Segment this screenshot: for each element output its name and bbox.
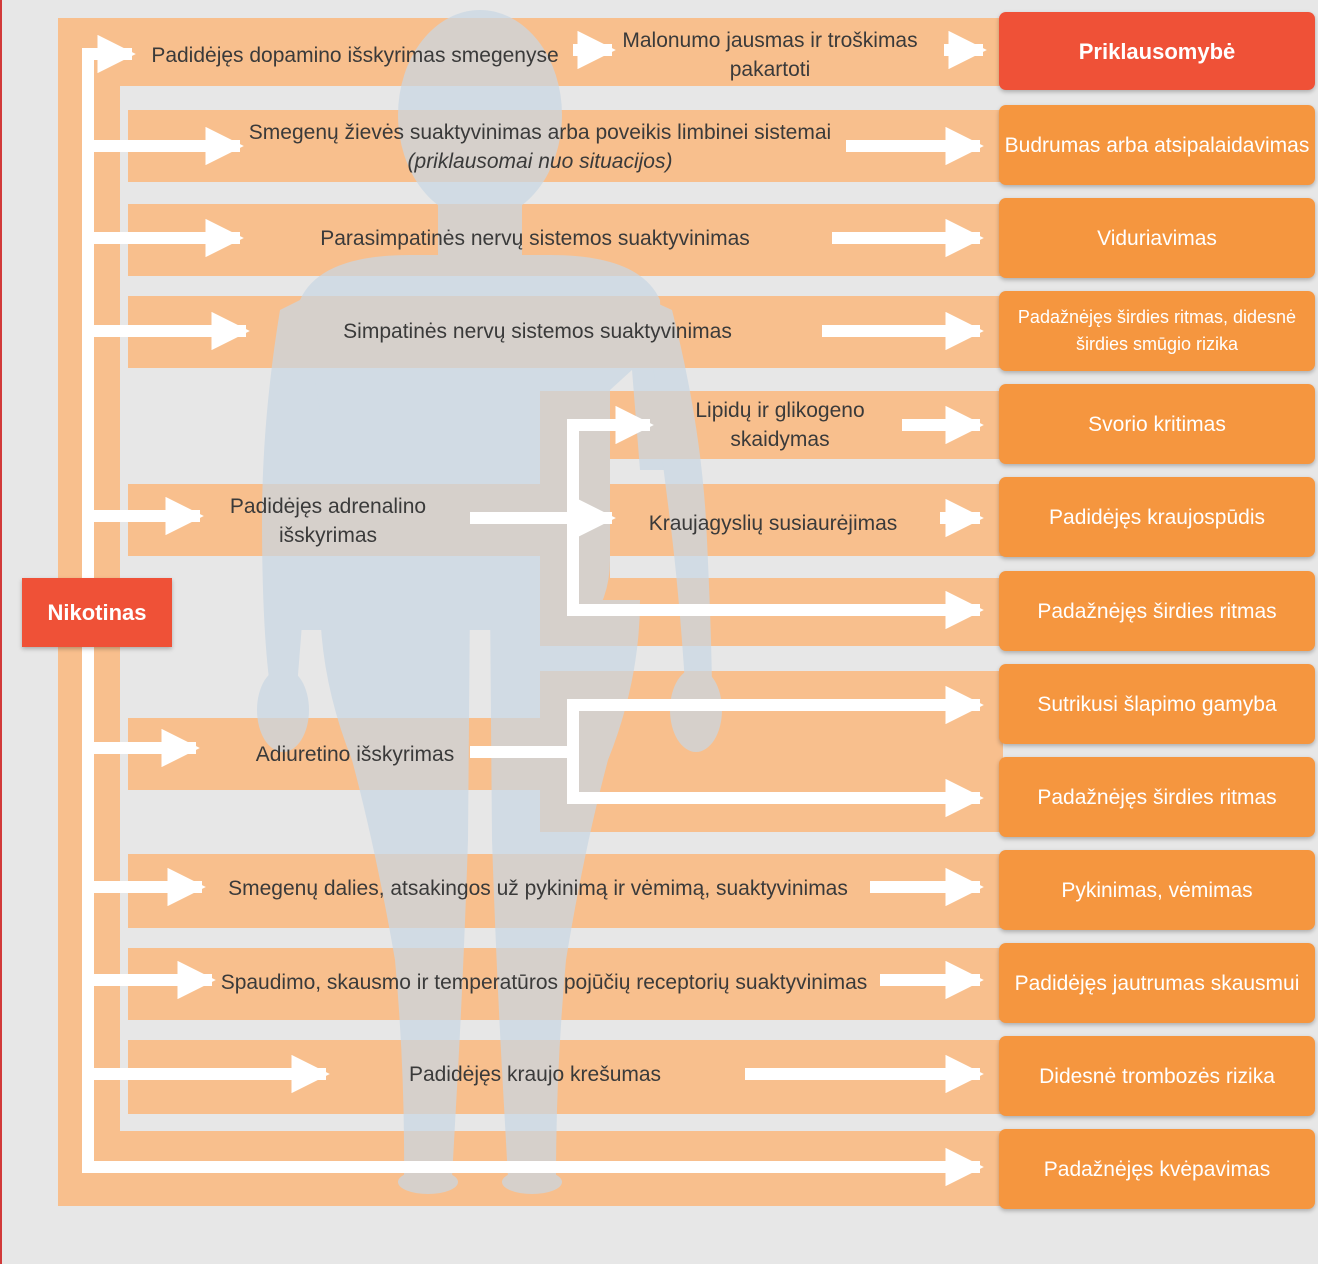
outcome-box: Pykinimas, vėmimas — [999, 850, 1315, 930]
effect-label: Padidėjęs dopamino išskyrimas smegenyse — [151, 43, 559, 67]
nikotinas-source-box: Nikotinas — [22, 578, 172, 647]
effect-label: Padidėjęs adrenalino išskyrimas — [229, 495, 427, 547]
adiuretin-branch — [470, 705, 579, 798]
outcome-box: Didesnė trombozės rizika — [999, 1036, 1315, 1116]
outcome-box-addiction: Priklausomybė — [999, 12, 1315, 90]
outcome-box: Padidėjęs kraujospūdis — [999, 477, 1315, 557]
effect-label: Simpatinės nervų sistemos suaktyvinimas — [343, 319, 732, 343]
frame-border — [0, 0, 2, 1264]
outcome-box: Padažnėjęs širdies ritmas — [999, 571, 1315, 651]
effect-label: Adiuretino išskyrimas — [255, 742, 455, 766]
effect-label: Malonumo jausmas ir troškimas pakartoti — [622, 29, 918, 81]
effect-note: (priklausomai nuo situacijos) — [407, 150, 673, 173]
effect-text: Smegenų žievės suaktyvinimas arba poveik… — [248, 121, 832, 144]
effect-label: Lipidų ir glikogeno skaidymas — [695, 399, 865, 451]
outcome-box: Padažnėjęs širdies ritmas, didesnė širdi… — [999, 291, 1315, 371]
outcome-box: Sutrikusi šlapimo gamyba — [999, 664, 1315, 744]
outcome-box: Padidėjęs jautrumas skausmui — [999, 943, 1315, 1023]
outcome-box: Budrumas arba atsipalaidavimas — [999, 105, 1315, 185]
outcome-box: Padažnėjęs kvėpavimas — [999, 1129, 1315, 1209]
outcome-box: Padažnėjęs širdies ritmas — [999, 757, 1315, 837]
effect-label: Smegenų žievės suaktyvinimas arba poveik… — [240, 117, 840, 177]
arrows — [82, 30, 987, 1187]
effect-label: Spaudimo, skausmo ir temperatūros pojūči… — [220, 970, 868, 994]
outcome-box: Svorio kritimas — [999, 384, 1315, 464]
effect-label: Parasimpatinės nervų sistemos suaktyvini… — [320, 226, 750, 250]
effect-label: Padidėjęs kraujo krešumas — [408, 1062, 662, 1086]
effect-label: Smegenų dalies, atsakingos už pykinimą i… — [228, 876, 848, 900]
outcome-box: Viduriavimas — [999, 198, 1315, 278]
effect-label: Kraujagyslių susiaurėjimas — [648, 511, 898, 535]
